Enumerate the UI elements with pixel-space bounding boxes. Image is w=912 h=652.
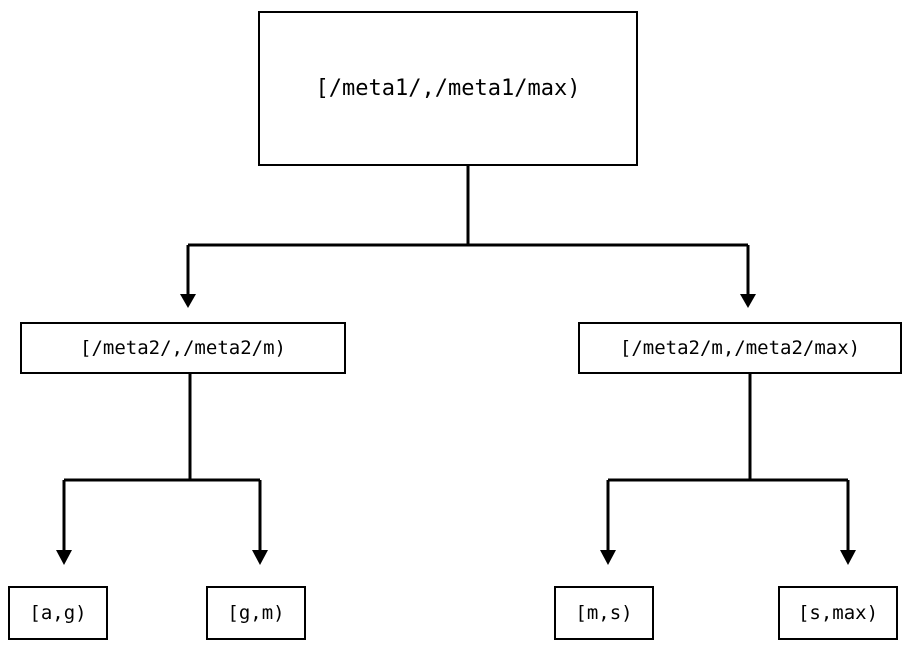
tree-leaf-m-s-label: [m,s)	[575, 601, 633, 624]
arrowhead-mid-left-to-leaf-ag	[56, 550, 72, 565]
tree-leaf-g-m-label: [g,m)	[227, 601, 285, 624]
tree-leaf-m-s[interactable]: [m,s)	[554, 586, 654, 640]
arrowhead-root-to-mid-left	[180, 294, 196, 308]
tree-node-root-label: [/meta1/,/meta1/max)	[315, 75, 581, 101]
tree-node-mid-left-label: [/meta2/,/meta2/m)	[80, 336, 286, 359]
tree-leaf-s-max[interactable]: [s,max)	[778, 586, 898, 640]
tree-node-mid-left[interactable]: [/meta2/,/meta2/m)	[20, 322, 346, 374]
tree-leaf-s-max-label: [s,max)	[797, 601, 879, 624]
tree-node-root[interactable]: [/meta1/,/meta1/max)	[258, 11, 638, 166]
arrowhead-root-to-mid-right	[740, 294, 756, 308]
tree-leaf-a-g-label: [a,g)	[29, 601, 87, 624]
tree-leaf-a-g[interactable]: [a,g)	[8, 586, 108, 640]
arrowhead-mid-right-to-leaf-ms	[600, 550, 616, 565]
arrowhead-mid-right-to-leaf-smax	[840, 550, 856, 565]
tree-node-mid-right[interactable]: [/meta2/m,/meta2/max)	[578, 322, 902, 374]
tree-node-mid-right-label: [/meta2/m,/meta2/max)	[619, 336, 861, 359]
arrowhead-mid-left-to-leaf-gm	[252, 550, 268, 565]
tree-leaf-g-m[interactable]: [g,m)	[206, 586, 306, 640]
